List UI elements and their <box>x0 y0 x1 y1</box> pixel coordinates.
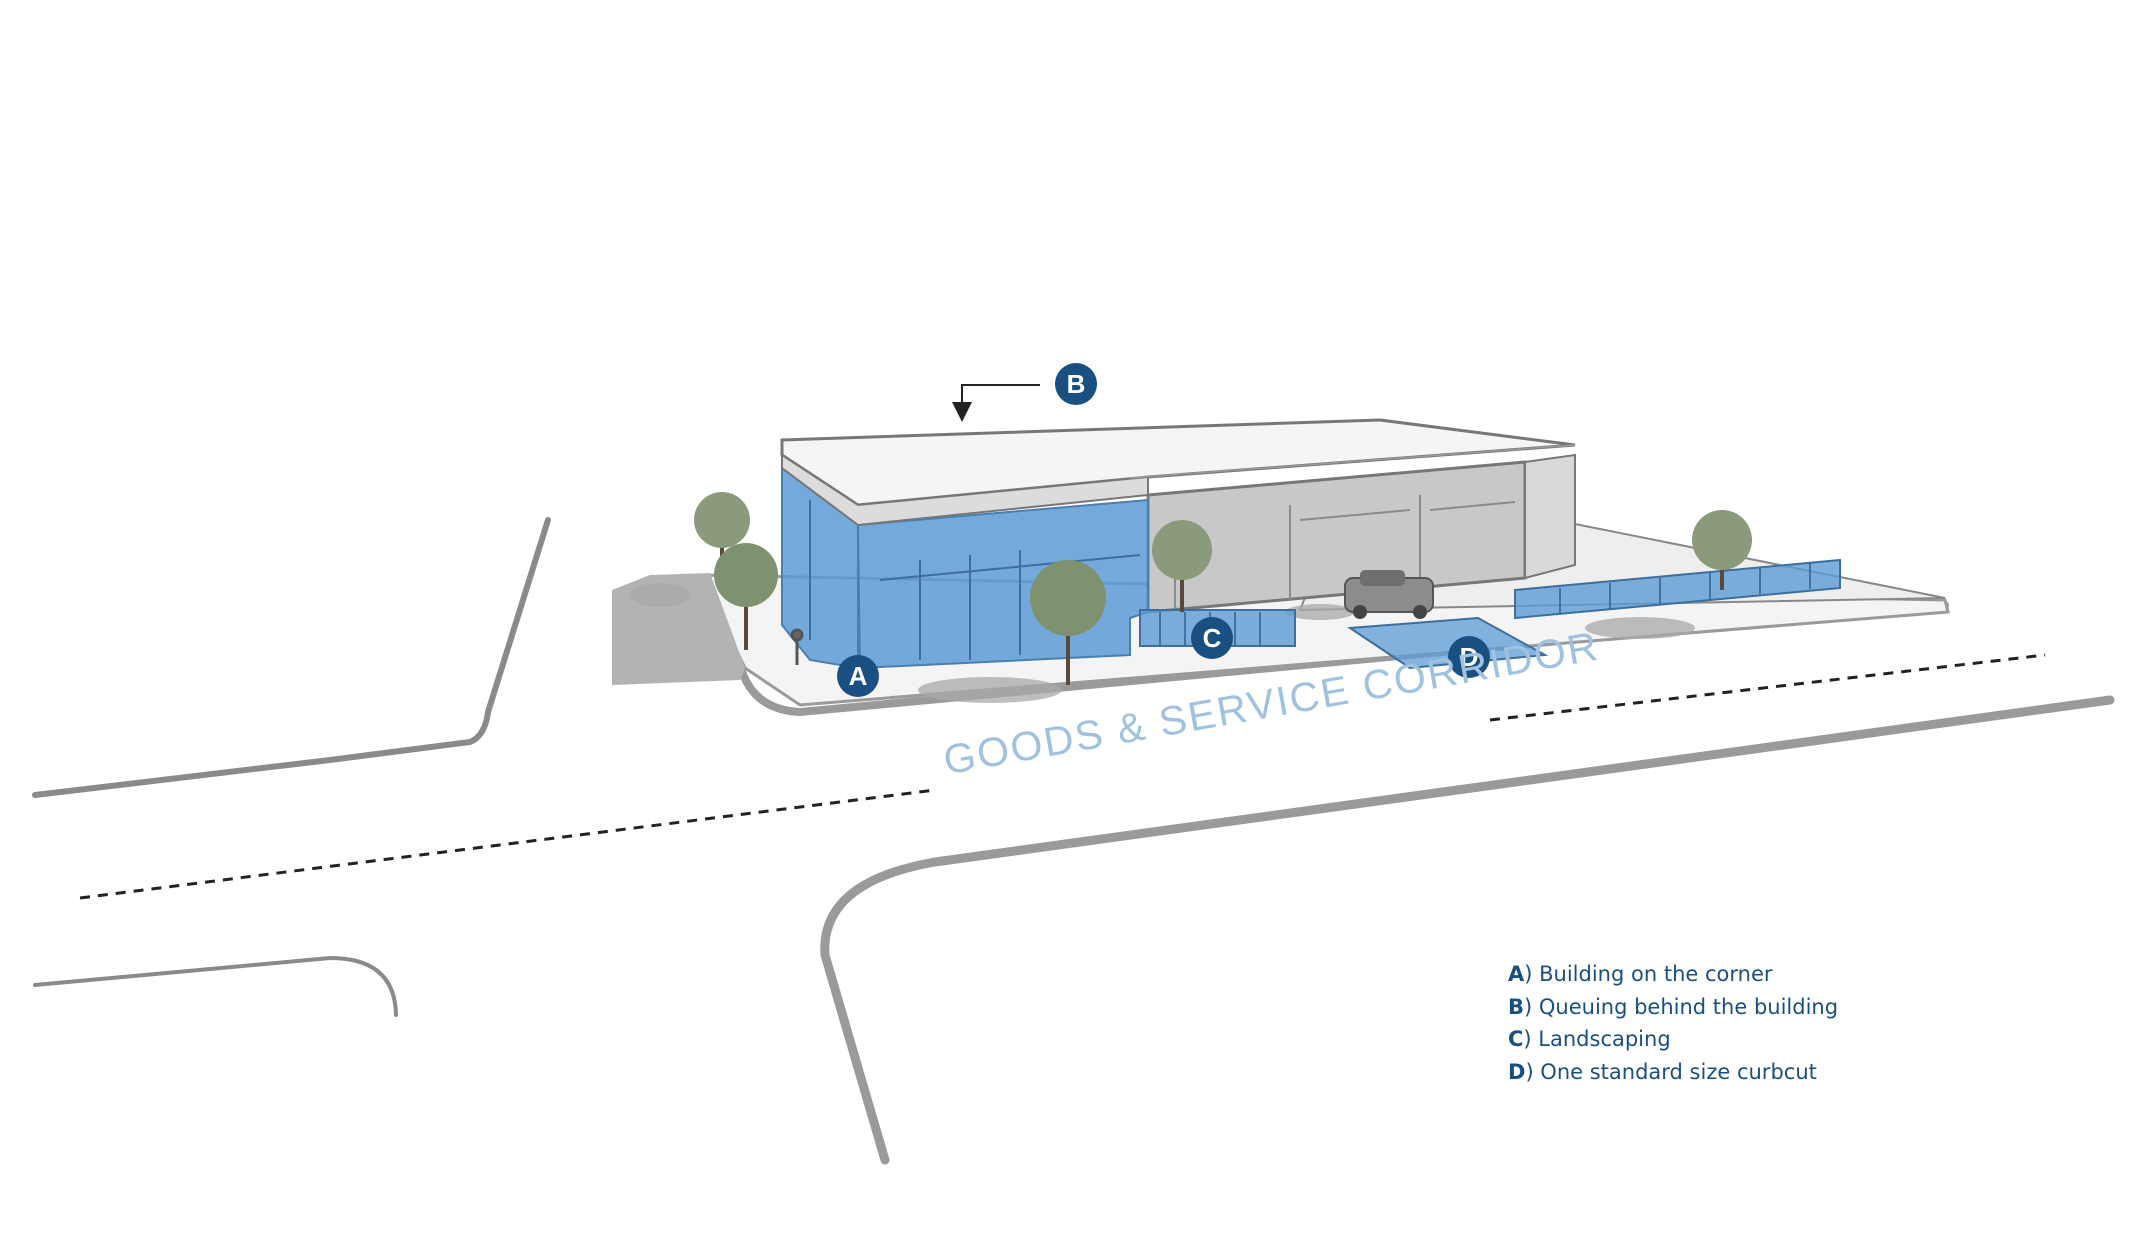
shadows <box>630 583 1695 703</box>
marker-d-letter: D <box>1460 642 1479 672</box>
trees <box>694 492 1752 685</box>
curbcut-highlight <box>1347 616 1549 670</box>
legend-item-a: A) Building on the corner <box>1508 958 1838 991</box>
legend-text: ) Building on the corner <box>1524 962 1773 986</box>
building-corner-highlight-front <box>856 498 1149 670</box>
site-front-curb <box>736 601 1949 717</box>
pedestrian-icon <box>790 628 804 665</box>
tree-icon <box>714 543 778 650</box>
legend-item-c: C) Landscaping <box>1508 1023 1838 1056</box>
left-lower-curb <box>33 955 398 1017</box>
marker-c: C <box>1191 617 1233 659</box>
building-end-wall <box>1524 453 1576 580</box>
marker-a: A <box>837 655 879 697</box>
left-upper-curb <box>32 517 551 798</box>
legend-key: C <box>1508 1027 1524 1051</box>
legend-key: A <box>1508 962 1525 986</box>
marker-b-letter: B <box>1067 369 1086 399</box>
roof-fascia <box>781 453 1149 527</box>
legend-key: B <box>1508 994 1525 1019</box>
car-icon <box>1344 570 1434 619</box>
legend-item-d: D) One standard size curbcut <box>1508 1056 1838 1089</box>
right-lower-curb <box>820 695 2115 1165</box>
tree-icon <box>1692 510 1752 590</box>
marker-c-letter: C <box>1203 623 1222 653</box>
tree-icon <box>1152 520 1212 612</box>
marker-a-letter: A <box>849 661 868 691</box>
queuing-arrow <box>952 384 1040 422</box>
road-centerline <box>79 653 2046 900</box>
fence-side <box>1514 558 1841 620</box>
marker-b: B <box>1055 363 1097 405</box>
legend-text: ) Landscaping <box>1523 1027 1671 1051</box>
legend-text: ) Queuing behind the building <box>1524 994 1839 1019</box>
legend: A) Building on the corner B) Queuing beh… <box>1508 958 1838 1088</box>
legend-text: ) One standard size curbcut <box>1525 1059 1817 1084</box>
legend-key: D <box>1508 1059 1526 1084</box>
legend-item-b: B) Queuing behind the building <box>1508 991 1838 1024</box>
tree-icon <box>1030 560 1106 685</box>
marker-d: D <box>1448 636 1490 678</box>
road-curbs <box>32 517 2115 1165</box>
